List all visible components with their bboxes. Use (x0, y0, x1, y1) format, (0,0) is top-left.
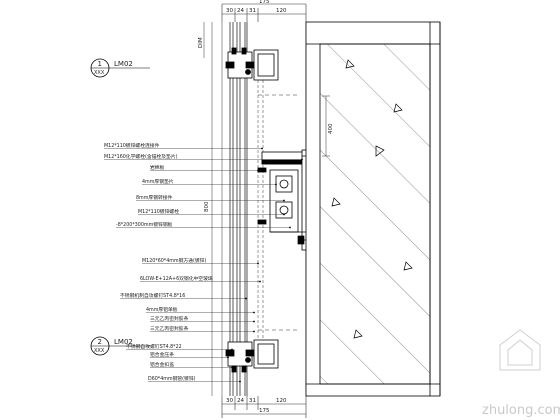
annotation-note: M12*160化学螺栓(含锚栓及垫片) (104, 153, 178, 160)
annotation-note: M120*60*4mm钢方通(镀锌) (142, 257, 206, 264)
annotation-leader-dot (245, 297, 247, 300)
dim-left-top-label: DIM (198, 37, 204, 48)
top-dim-175: 175 (259, 0, 270, 5)
section-tag-1-sheet: XXX (94, 70, 105, 76)
annotation-notes: M12*110镀锌螺栓连接件 M12*160化学螺栓(含锚栓及垫片) 岩棉板 4mm厚… (104, 142, 303, 383)
annotation-note: 6LOW-E+12A+6双钢化中空玻璃 (140, 275, 213, 282)
annotation-note: 不锈钢自攻螺钉ST4.8*22 (126, 343, 182, 350)
top-dimension-chain (221, 3, 307, 22)
bottom-mullion-profile (225, 339, 279, 373)
annotation-leader-dot (259, 280, 261, 283)
concrete-structure (305, 21, 441, 397)
annotation-note: 铝合金压条 (150, 351, 174, 358)
annotation-leader-dot (239, 380, 241, 383)
section-tag-2-ref: LM02 (114, 338, 133, 346)
bottom-dim-175: 175 (259, 408, 270, 414)
annotation-note: 三元乙丙密封胶条 (150, 325, 189, 332)
section-tag-2-number: 2 (98, 338, 102, 346)
watermark-logo (499, 329, 541, 371)
concrete-aggregate-marks (331, 59, 413, 339)
annotation-leader-dot (231, 348, 233, 351)
bottom-dimension-chain (221, 396, 307, 418)
insulation-dashed-lines (258, 94, 300, 331)
annotation-leader-dot (261, 147, 263, 150)
annotation-leader-dot (275, 183, 277, 186)
annotation-note: 4mm厚铝单板 (146, 306, 178, 313)
annotation-leader-dot (283, 213, 285, 216)
annotation-note: 岩棉板 (150, 164, 165, 171)
annotation-leader-dot (301, 158, 303, 161)
annotation-note: M12*110镀锌螺栓 (138, 208, 179, 215)
annotation-note: 铝合金扣盖 (150, 361, 174, 368)
annotation-leader-dot (289, 226, 291, 229)
annotation-note: M12*110镀锌螺栓连接件 (104, 142, 160, 149)
watermark-text: zhulong.com (482, 403, 560, 418)
annotation-leader-dot (227, 356, 229, 359)
section-tag-2-sheet: XXX (94, 348, 105, 354)
annotation-leader-dot (257, 169, 259, 172)
annotation-note: 三元乙丙密封胶条 (150, 315, 189, 322)
annotation-note: -8*200*300mm镀锌钢板 (116, 221, 173, 228)
dim-800-label: 800 (204, 201, 210, 212)
annotation-leader-dot (253, 330, 255, 333)
bottom-dim-24: 24 (237, 398, 244, 404)
annotation-note: D60*4mm钢管(镀锌) (148, 375, 196, 382)
dimension-400 (322, 95, 330, 157)
steel-tube-dashed-outline (257, 75, 264, 345)
section-tag-1-number: 1 (98, 60, 102, 68)
top-dim-31: 31 (249, 8, 256, 14)
annotation-leader-dot (231, 366, 233, 369)
annotation-leader-dot (283, 199, 285, 202)
annotation-leader-dot (257, 262, 259, 265)
top-dim-24: 24 (237, 8, 244, 14)
section-tag-1-ref: LM02 (114, 60, 133, 68)
glazing-lines (229, 22, 248, 396)
top-mullion-profile (225, 47, 279, 81)
annotation-leader-dot (253, 311, 255, 314)
section-tag-1: 1 XXX LM02 (90, 58, 150, 78)
top-dim-120: 120 (276, 8, 287, 14)
annotation-note: 不锈钢机制自攻螺钉ST4.8*16 (120, 292, 185, 299)
annotation-leader-dot (253, 320, 255, 323)
bottom-dim-31: 31 (249, 398, 256, 404)
bottom-dim-30: 30 (226, 398, 233, 404)
top-dim-30: 30 (226, 8, 233, 14)
bottom-dim-120: 120 (276, 398, 287, 404)
annotation-note: 8mm厚钢转接件 (136, 194, 173, 201)
section-tag-2: 2 XXX LM02 (90, 336, 150, 356)
annotation-note: 4mm厚钢垫片 (142, 178, 174, 185)
dim-400-label: 400 (328, 123, 334, 134)
